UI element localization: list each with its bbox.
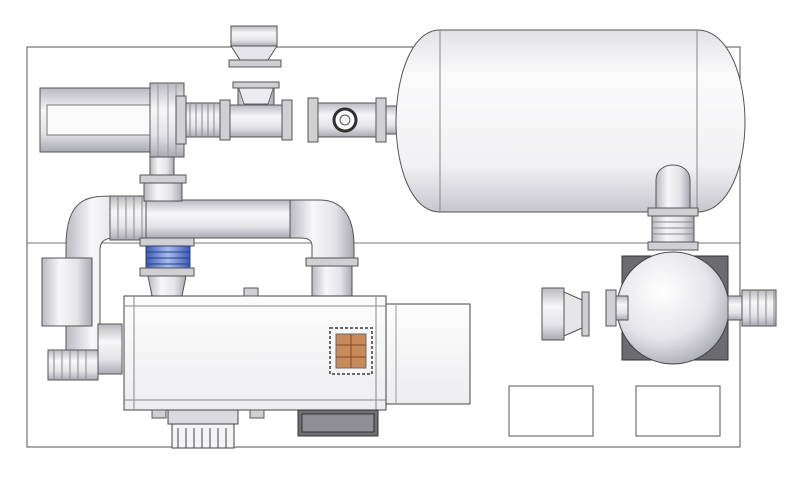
coupling-housing <box>175 95 223 145</box>
panel-left <box>508 385 594 437</box>
cylinder-extension <box>385 303 471 405</box>
viewport-spool <box>307 97 405 143</box>
side-valve <box>541 287 590 341</box>
u-return-pipe <box>41 195 147 381</box>
storage-tank <box>395 29 746 213</box>
blue-bellows <box>139 237 195 297</box>
top-hopper <box>228 25 282 68</box>
heater-window <box>329 327 373 375</box>
bottom-box <box>297 409 379 437</box>
bottom-fan <box>167 409 239 449</box>
tank-outlet-elbow <box>647 164 699 251</box>
upper-pipe <box>145 199 359 301</box>
motor <box>39 82 185 158</box>
t-junction <box>219 81 293 141</box>
motor-drop-pipe <box>139 156 187 202</box>
panel-right <box>635 385 721 437</box>
spherical-chamber <box>605 251 777 365</box>
